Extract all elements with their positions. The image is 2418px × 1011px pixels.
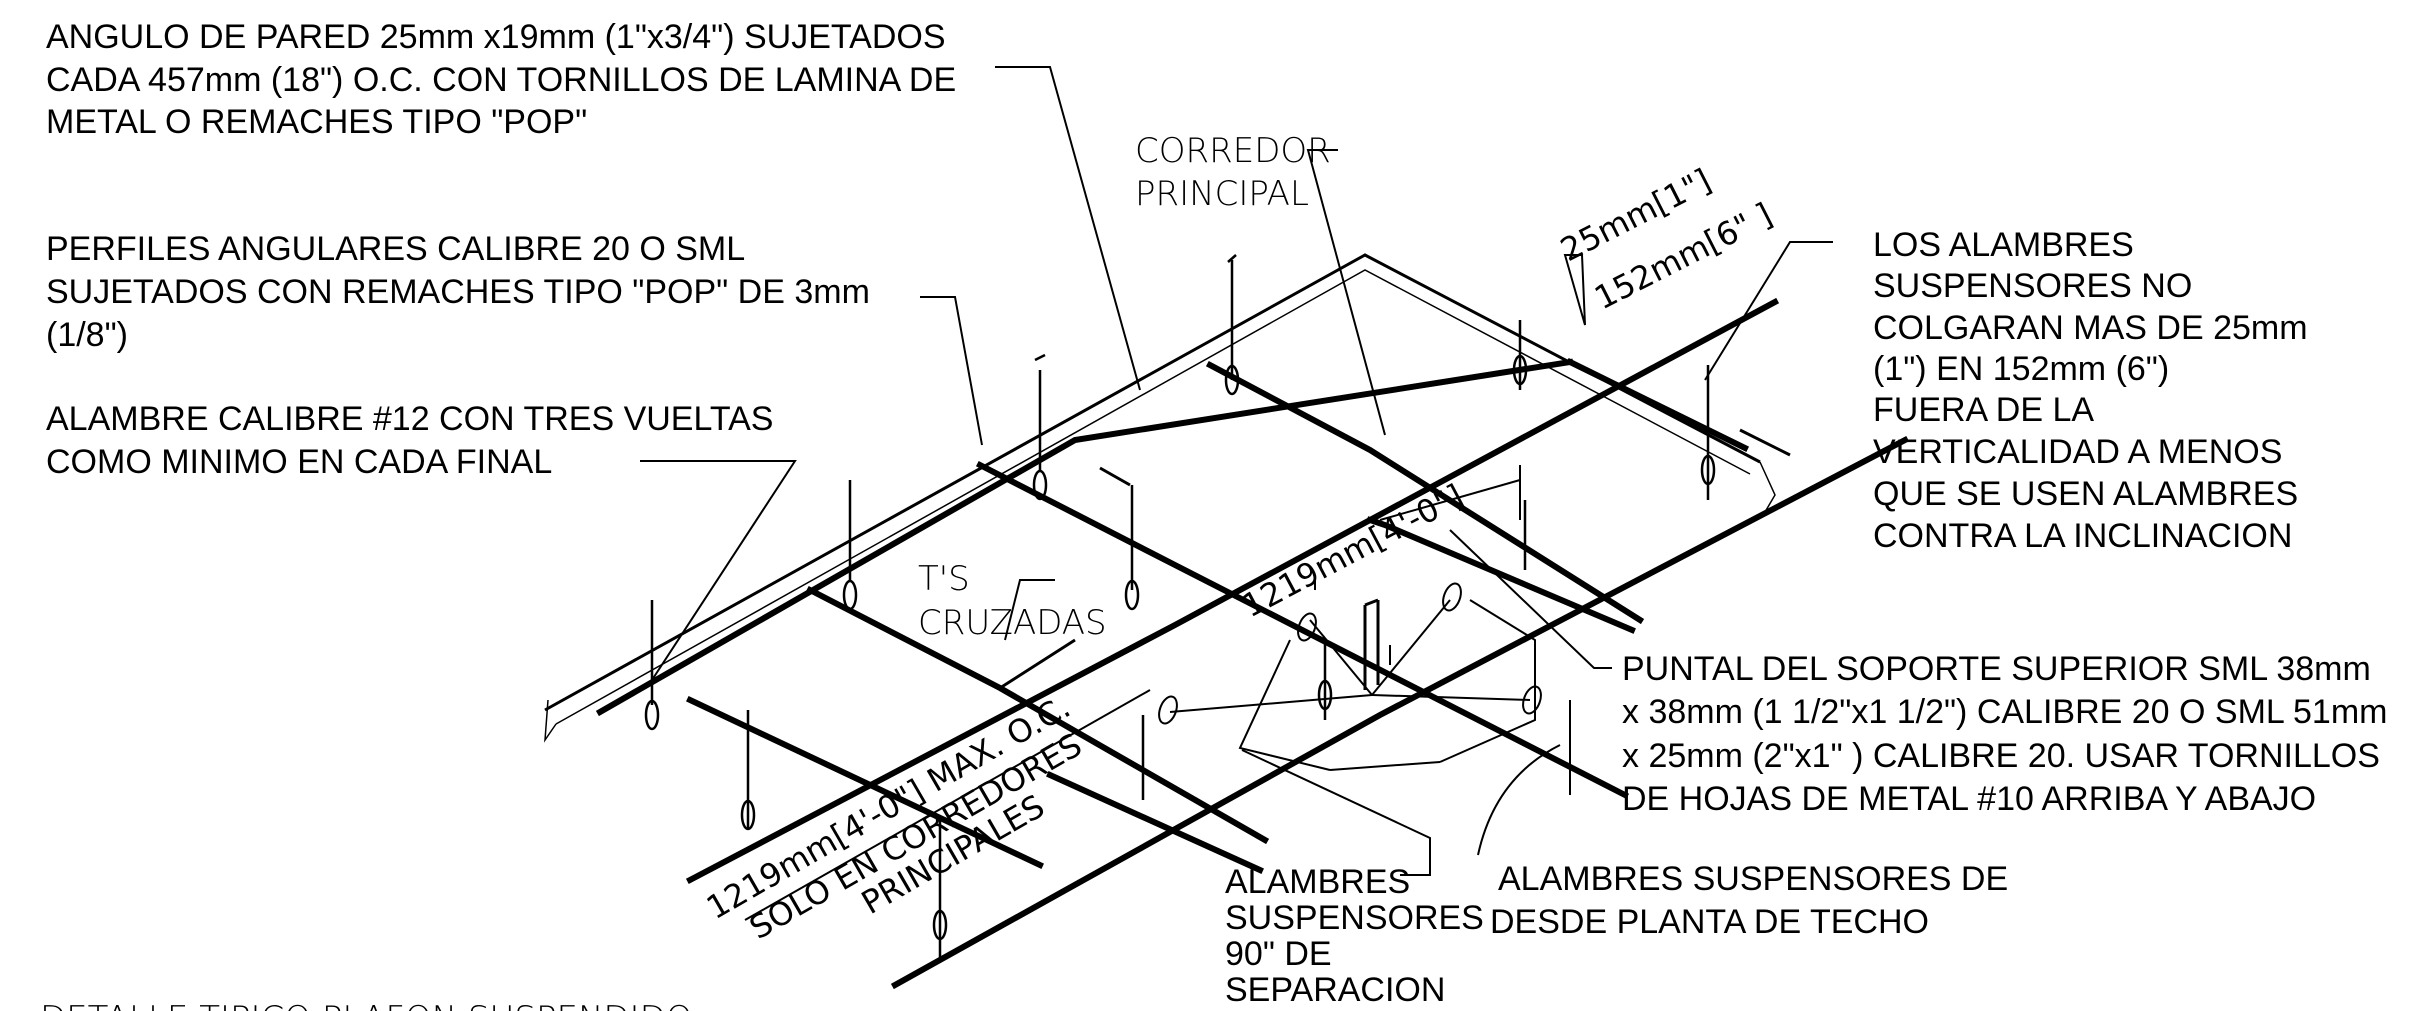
cross-span-dimension: 1219mm[4'-0"]	[1236, 477, 1470, 625]
hangers-90-label-line-1: ALAMBRES	[1225, 863, 1410, 901]
main-runner-label-line-2: PRINCIPAL	[1135, 174, 1309, 214]
strut-label-line-3: x 25mm (2"x1" ) CALIBRE 20. USAR TORNILL…	[1622, 737, 2380, 775]
cross-tees-label-line-2: CRUZADAS	[918, 603, 1107, 643]
hangers-90-label-line-2: SUSPENSORES	[1225, 899, 1484, 937]
main-runner-label-line-1: CORREDOR	[1135, 131, 1331, 171]
angle-profiles-label-line-2: SUJETADOS CON REMACHES TIPO "POP" DE 3mm	[46, 273, 870, 311]
dimension-marks	[744, 254, 1586, 921]
wire-gauge-label-line-2: COMO MINIMO EN CADA FINAL	[46, 443, 552, 481]
angle-profiles-label-line-1: PERFILES ANGULARES CALIBRE 20 O SML	[46, 230, 745, 268]
hangers-roof-label-line-1: ALAMBRES SUSPENSORES DE	[1498, 860, 2008, 898]
hanger-limit-label-line-6: VERTICALIDAD A MENOS	[1873, 433, 2282, 471]
hanger-limit-label-line-3: COLGARAN MAS DE 25mm	[1873, 309, 2308, 347]
hanger-limit-label-line-2: SUSPENSORES NO	[1873, 267, 2192, 305]
ceiling-grid	[544, 253, 1910, 990]
hanger-limit-label-line-8: CONTRA LA INCLINACION	[1873, 517, 2292, 555]
hanger-limit-label-line-1: LOS ALAMBRES	[1873, 226, 2134, 264]
hanger-limit-label-line-5: FUERA DE LA	[1873, 391, 2094, 429]
wall-angle-label-line-3: METAL O REMACHES TIPO "POP"	[46, 103, 587, 141]
wall-angle-label-line-2: CADA 457mm (18") O.C. CON TORNILLOS DE L…	[46, 61, 956, 99]
strut-label-line-1: PUNTAL DEL SOPORTE SUPERIOR SML 38mm	[1622, 650, 2371, 688]
strut-label-line-2: x 38mm (1 1/2"x1 1/2") CALIBRE 20 O SML …	[1622, 693, 2387, 731]
hangers-roof-label-line-2: DESDE PLANTA DE TECHO	[1490, 903, 1929, 941]
angle-profiles-label-line-3: (1/8")	[46, 316, 128, 354]
hanger-limit-label-line-4: (1") EN 152mm (6")	[1873, 350, 2169, 388]
compression-strut-assembly	[1158, 582, 1542, 771]
wall-angle-label-line-1: ANGULO DE PARED 25mm x19mm (1"x3/4") SUJ…	[46, 18, 946, 56]
hangers-90-label-line-4: SEPARACION	[1225, 971, 1445, 1009]
hanger-wires	[644, 254, 1716, 960]
strut-label-line-4: DE HOJAS DE METAL #10 ARRIBA Y ABAJO	[1622, 780, 2316, 818]
wire-gauge-label-line-1: ALAMBRE CALIBRE #12 CON TRES VUELTAS	[46, 400, 773, 438]
drawing-title: DETALLE TIPICO PLAFON SUSPENDIDO	[40, 999, 693, 1011]
hanger-limit-label-line-7: QUE SE USEN ALAMBRES	[1873, 475, 2298, 513]
cross-tees-label-line-1: T'S	[918, 559, 970, 599]
leader-lines	[640, 66, 1833, 876]
hangers-90-label-line-3: 90" DE	[1225, 935, 1332, 973]
